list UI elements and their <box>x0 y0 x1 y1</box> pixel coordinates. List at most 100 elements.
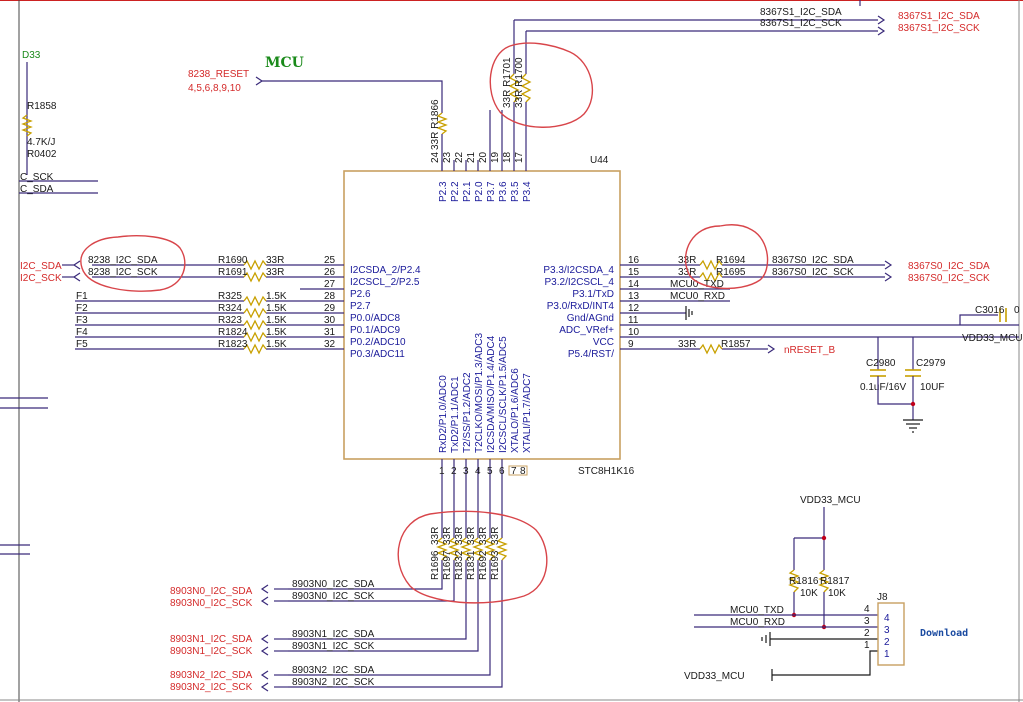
r324-value: 1.5K <box>266 303 287 314</box>
chip-part: STC8H1K16 <box>578 466 635 477</box>
svg-text:15: 15 <box>628 267 640 278</box>
reset-port-arrow[interactable] <box>255 76 264 86</box>
pin-24-num: 24 <box>430 151 441 163</box>
svg-text:28: 28 <box>324 291 336 302</box>
svg-text:25: 25 <box>324 255 336 266</box>
8367s0-sda-port: 8367S0_I2C_SDA <box>908 261 990 272</box>
svg-text:1: 1 <box>864 640 870 651</box>
left-pin-names: I2CSDA_2/P2.4 I2CSCL_2/P2.5 P2.6 P2.7 P0… <box>350 265 421 360</box>
conn-gnd-symbol <box>761 632 771 646</box>
8367s0-sda-port-arrow[interactable] <box>884 260 893 270</box>
svg-text:P2.6: P2.6 <box>350 289 371 300</box>
right-resistor-labels: 33R R1694 33R R1695 33R R1857 8367S0_I2C… <box>670 255 1023 350</box>
svg-text:27: 27 <box>324 279 336 290</box>
svg-text:8903N1_I2C_SDA: 8903N1_I2C_SDA <box>292 629 375 640</box>
f5-net: F5 <box>76 339 88 350</box>
mcu0-rxd-net: MCU0_RXD <box>670 291 725 302</box>
chip-u44-body[interactable] <box>343 170 621 460</box>
right-pin-numbers: 16 15 14 13 12 11 10 9 <box>628 255 640 350</box>
svg-text:8903N0_I2C_SCK: 8903N0_I2C_SCK <box>170 598 253 609</box>
c2980-capacitor[interactable] <box>870 369 886 377</box>
svg-text:T2CLKO/MOSI/P1.3/ADC3: T2CLKO/MOSI/P1.3/ADC3 <box>474 333 485 453</box>
svg-text:30: 30 <box>324 315 336 326</box>
annotation-circle-bottom <box>397 510 548 604</box>
svg-text:4: 4 <box>884 613 890 624</box>
j8-ref: J8 <box>877 592 888 603</box>
conn-vdd-bottom-label: VDD33_MCU <box>684 671 745 682</box>
svg-text:12: 12 <box>628 303 640 314</box>
8367s1-sda-port-arrow[interactable] <box>877 15 886 25</box>
reset-port-label: 8238_RESET <box>188 69 249 80</box>
svg-text:4: 4 <box>864 604 870 615</box>
j8-connector-body[interactable] <box>877 602 905 666</box>
svg-text:3: 3 <box>463 466 469 477</box>
svg-text:R1693: R1693 <box>490 550 501 580</box>
download-label: Download <box>920 628 968 639</box>
8238-sda-port-arrow[interactable] <box>72 260 81 270</box>
r1691-value: 33R <box>266 267 284 278</box>
nreset-port-arrow[interactable] <box>767 344 776 354</box>
svg-text:2: 2 <box>864 628 870 639</box>
ground-symbol <box>903 419 923 433</box>
svg-text:R1696: R1696 <box>430 550 441 580</box>
8367s1-sck-net: 8367S1_I2C_SCK <box>760 18 842 29</box>
svg-text:4: 4 <box>475 466 481 477</box>
conn-rxd-net: MCU0_RXD <box>730 617 785 628</box>
r1817-resistor[interactable] <box>818 569 830 593</box>
bottom-port-arrows[interactable] <box>260 584 288 692</box>
8238-sck-port-arrow[interactable] <box>72 272 81 282</box>
svg-text:8903N1_I2C_SDA: 8903N1_I2C_SDA <box>170 634 253 645</box>
r1816-resistor[interactable] <box>788 569 800 593</box>
f1-net: F1 <box>76 291 88 302</box>
svg-text:I2CSDA_2/P2.4: I2CSDA_2/P2.4 <box>350 265 421 276</box>
r1858-resistor[interactable] <box>21 114 33 137</box>
r1701-resistor[interactable] <box>508 73 520 103</box>
svg-text:26: 26 <box>324 267 336 278</box>
bottom-pin-numbers: 1 2 3 4 5 6 7 8 <box>439 466 526 477</box>
junction-dot <box>910 401 916 407</box>
8367s0-sck-port-arrow[interactable] <box>884 272 893 282</box>
svg-text:33R: 33R <box>478 527 489 545</box>
c3016-value: 0 <box>1014 305 1020 316</box>
c2979-capacitor[interactable] <box>905 369 921 377</box>
right-resistor-symbols[interactable] <box>699 259 723 355</box>
f2-net: F2 <box>76 303 88 314</box>
svg-text:P3.2/I2CSCL_4: P3.2/I2CSCL_4 <box>545 277 615 288</box>
r1700-resistor[interactable] <box>520 73 532 103</box>
annotation-circle-top <box>489 42 594 128</box>
r1824-value: 1.5K <box>266 327 287 338</box>
pin-p23-name: P2.3 <box>438 181 449 202</box>
r1694-ref: R1694 <box>716 255 746 266</box>
8367s0-sda-net: 8367S0_I2C_SDA <box>772 255 854 266</box>
r1857-ref: R1857 <box>721 339 751 350</box>
svg-text:ADC_VRef+: ADC_VRef+ <box>559 325 614 336</box>
r325-value: 1.5K <box>266 291 287 302</box>
r1866-resistor[interactable] <box>436 112 448 135</box>
pin-p22-name: P2.2 <box>450 181 461 202</box>
r1823-value: 1.5K <box>266 339 287 350</box>
r1691-ref: R1691 <box>218 267 248 278</box>
j8-pin-numbers: 4 3 2 1 4 3 2 1 <box>864 604 890 660</box>
c3016-wire <box>959 314 998 325</box>
svg-text:8903N2_I2C_SDA: 8903N2_I2C_SDA <box>170 670 253 681</box>
svg-text:8903N1_I2C_SCK: 8903N1_I2C_SCK <box>170 646 253 657</box>
r1858-package: R0402 <box>27 149 57 160</box>
left-resistor-symbols[interactable] <box>243 259 267 355</box>
top-pin-numbers: 24 23 22 21 20 19 18 17 <box>430 151 525 163</box>
svg-text:P0.2/ADC10: P0.2/ADC10 <box>350 337 406 348</box>
svg-text:29: 29 <box>324 303 336 314</box>
pin-p20-name: P2.0 <box>474 181 485 202</box>
bottom-ports: 8903N0_I2C_SDA 8903N0_I2C_SCK 8903N1_I2C… <box>170 586 253 693</box>
svg-text:P3.0/RxD/INT4: P3.0/RxD/INT4 <box>547 301 615 312</box>
svg-text:16: 16 <box>628 255 640 266</box>
c3016-capacitor[interactable] <box>999 308 1007 322</box>
cap-ground-wire <box>877 376 913 405</box>
svg-text:9: 9 <box>628 339 634 350</box>
bottom-resistor-symbols[interactable] <box>436 537 508 561</box>
8367s1-sck-port-arrow[interactable] <box>877 26 886 36</box>
r324-ref: R324 <box>218 303 242 314</box>
svg-text:7: 7 <box>511 466 517 477</box>
8367s1-sck-port: 8367S1_I2C_SCK <box>898 23 980 34</box>
r1817-value: 10K <box>828 588 846 599</box>
